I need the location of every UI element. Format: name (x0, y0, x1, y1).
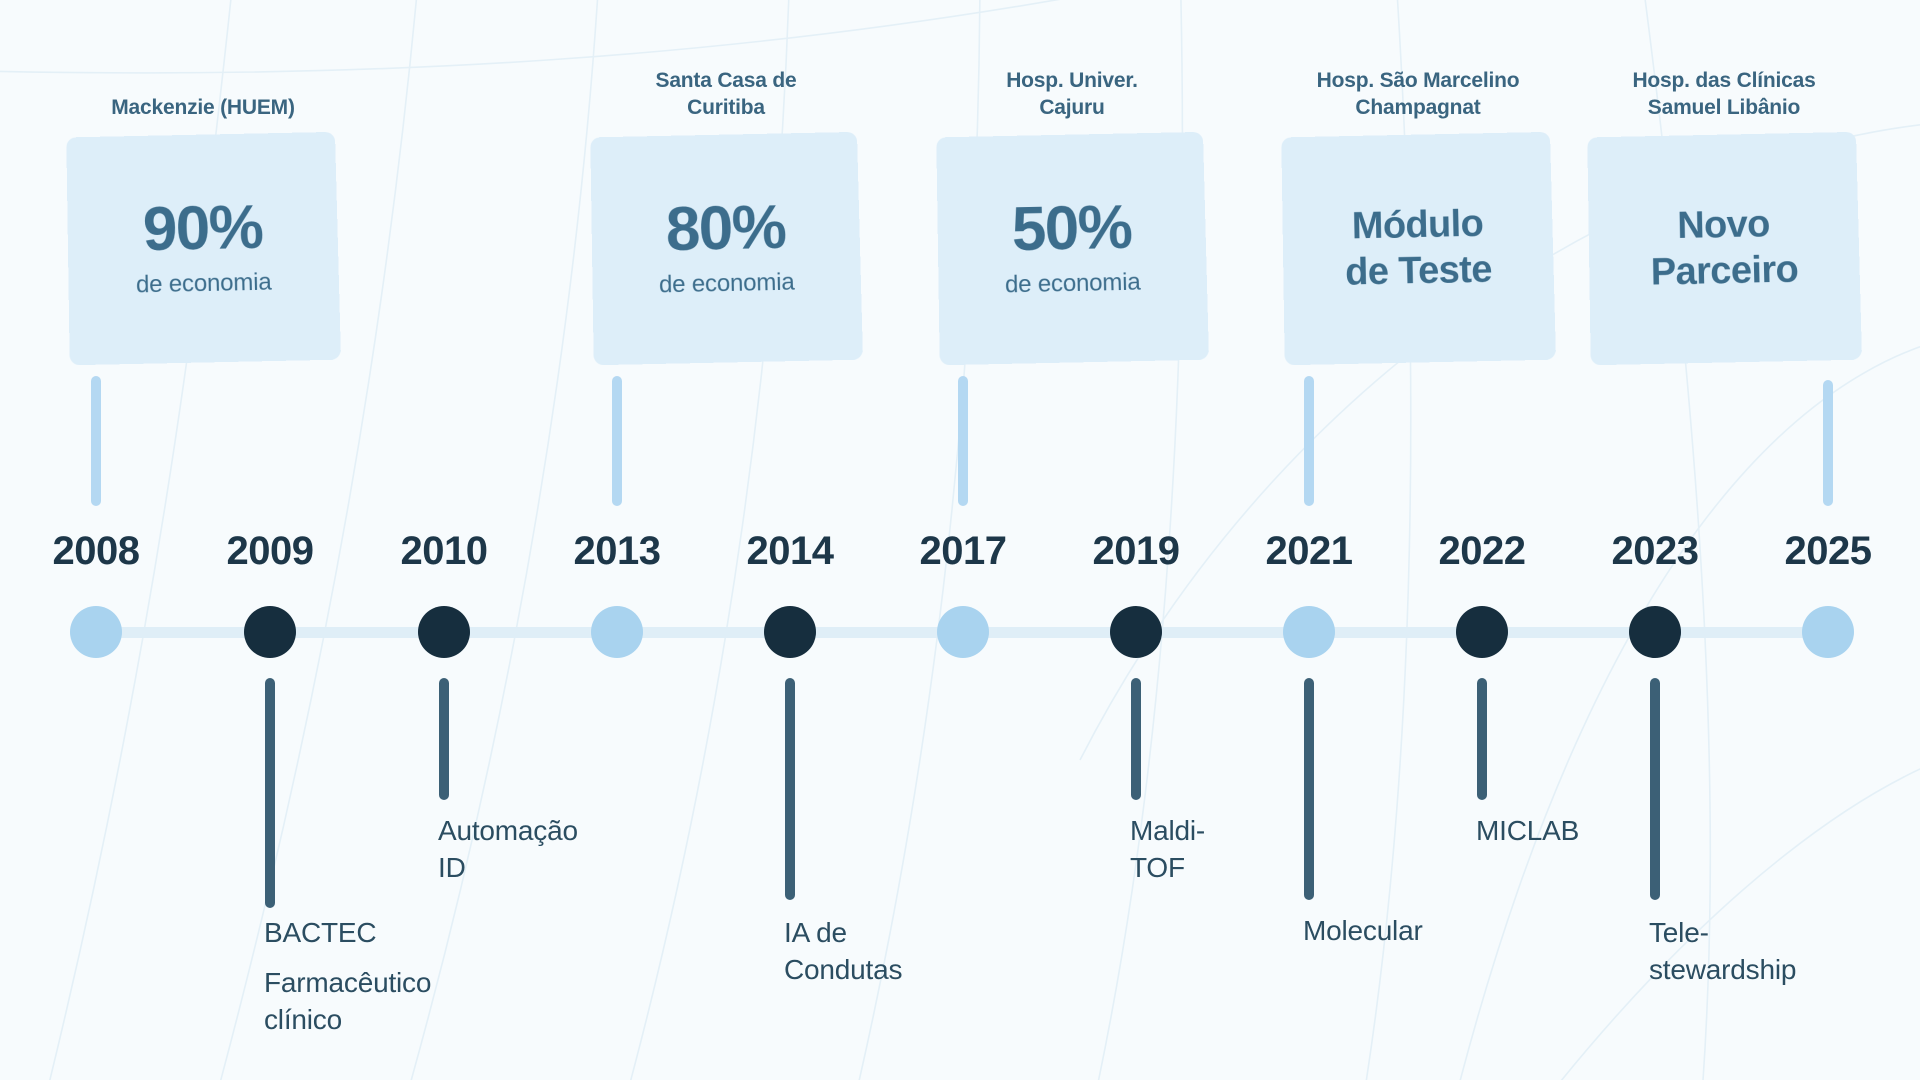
card-title: Santa Casa de Curitiba (655, 69, 797, 119)
timeline-dot[interactable] (1456, 606, 1508, 658)
metric-card-2013: Santa Casa de Curitiba 80% de economia (590, 68, 864, 366)
timeline-dot[interactable] (764, 606, 816, 658)
card-metric-caption: de economia (135, 268, 272, 299)
year-label: 2017 (919, 529, 1007, 573)
card-body: Módulo de Teste (1281, 131, 1557, 366)
milestone-label: MICLAB (1476, 815, 1580, 846)
timeline-dot[interactable] (244, 606, 296, 658)
connector-stem-down (1477, 678, 1487, 800)
connector-stem-up (1823, 380, 1833, 506)
year-label: 2008 (52, 529, 140, 573)
year-label: 2013 (573, 529, 661, 573)
connector-stem-down (785, 678, 795, 900)
connector-stem-down (439, 678, 449, 800)
card-status-text: Novo Parceiro (1650, 202, 1799, 294)
metric-card-2008: Mackenzie (HUEM) 90%de economia (66, 95, 342, 366)
timeline-dot[interactable] (418, 606, 470, 658)
milestone-label: IA de Condutas (784, 917, 903, 986)
timeline-dot[interactable] (937, 606, 989, 658)
card-body: Novo Parceiro (1587, 131, 1863, 366)
card-metric-value: 90% (142, 192, 264, 265)
card-metric-value: 80% (665, 192, 787, 264)
timeline-dot[interactable] (1802, 606, 1854, 658)
year-label: 2014 (746, 529, 834, 573)
card-title: Hosp. São Marcelino Champagnat (1316, 69, 1520, 119)
timeline-dot[interactable] (1110, 606, 1162, 658)
milestone-label: Maldi- TOF (1130, 815, 1206, 884)
year-label: 2010 (400, 529, 488, 573)
card-title: Hosp. das Clínicas Samuel Libânio (1632, 69, 1816, 119)
year-label: 2023 (1611, 529, 1699, 573)
card-status-text: Módulo de Teste (1344, 202, 1493, 294)
connector-stem-down (1131, 678, 1141, 800)
timeline-dot[interactable] (70, 606, 122, 658)
connector-stem-up (91, 376, 101, 506)
year-label: 2009 (226, 529, 314, 573)
card-title: Hosp. Univer. Cajuru (1006, 69, 1138, 119)
milestone-label: Tele- stewardship (1649, 917, 1797, 986)
card-metric-value: 50% (1011, 192, 1133, 264)
year-label: 2021 (1265, 529, 1353, 573)
connector-stem-up (958, 376, 968, 506)
card-metric-caption: de economia (658, 268, 795, 299)
timeline-dot[interactable] (591, 606, 643, 658)
milestone-label: Molecular (1303, 915, 1423, 946)
milestone-label: Automação ID (438, 815, 578, 884)
metric-card-2017: Hosp. Univer. Cajuru 50% de economia (936, 68, 1210, 366)
year-label: 2025 (1784, 529, 1872, 573)
connector-stem-down (265, 678, 275, 908)
card-metric-caption: de economia (1004, 268, 1141, 299)
connector-stem-up (1304, 376, 1314, 506)
milestone-label-secondary: Farmacêutico clínico (264, 967, 432, 1036)
timeline-dot[interactable] (1629, 606, 1681, 658)
card-body: 90%de economia (66, 131, 342, 366)
milestone-label: BACTEC (264, 917, 377, 948)
year-label: 2022 (1438, 529, 1526, 573)
connector-stem-down (1650, 678, 1660, 900)
card-title: Mackenzie (HUEM) (111, 96, 295, 119)
connector-stem-up (612, 376, 622, 506)
card-body: 50% de economia (936, 131, 1210, 366)
card-body: 80% de economia (590, 131, 864, 366)
year-label: 2019 (1092, 529, 1180, 573)
connector-stem-down (1304, 678, 1314, 900)
timeline-dot[interactable] (1283, 606, 1335, 658)
